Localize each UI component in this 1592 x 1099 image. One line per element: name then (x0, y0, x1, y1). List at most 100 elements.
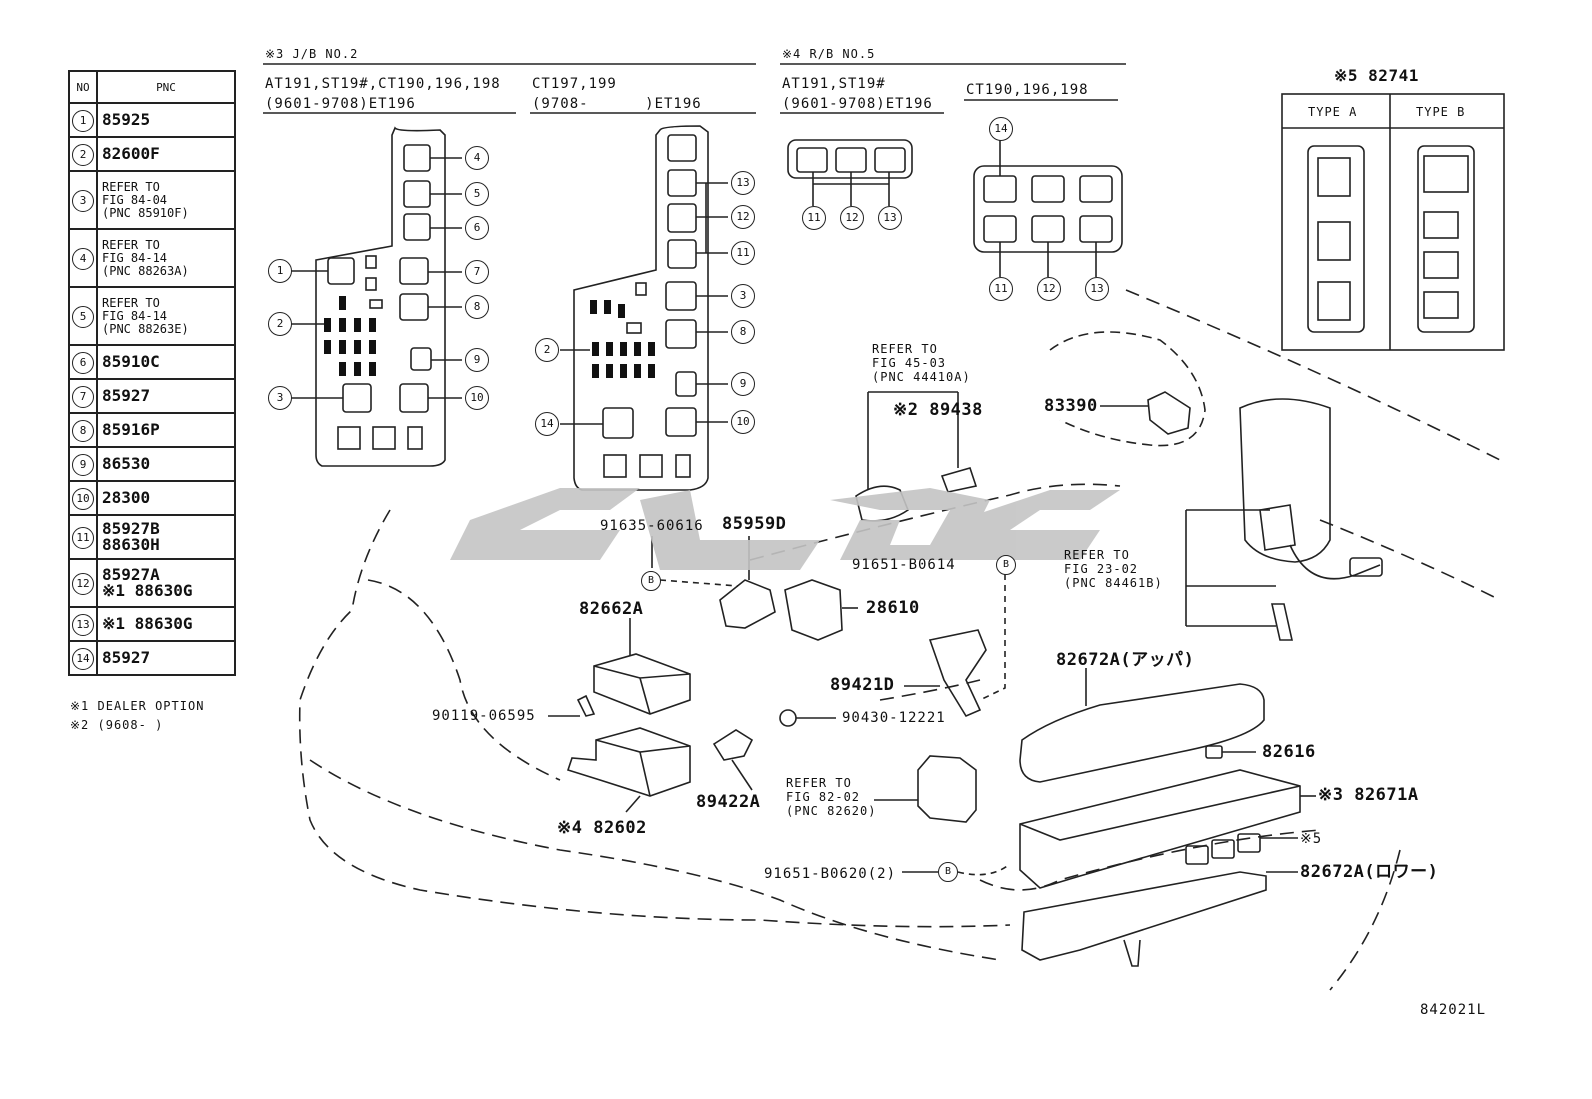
row-pnc: 85916P (96, 412, 236, 448)
part-82671a: ※3 82671A (1318, 785, 1419, 805)
part-90430-12221: 90430-12221 (842, 710, 946, 726)
row-number: 6 (68, 344, 98, 380)
row-number: 10 (68, 480, 98, 516)
callout-14-rb5-right: 14 (989, 117, 1013, 141)
note-date-range: ※2 (9608- ) (70, 718, 164, 732)
callout-9-right: 9 (731, 372, 755, 396)
callout-7-left: 7 (465, 260, 489, 284)
part-91651-b0614: 91651-B0614 (852, 557, 956, 573)
row-pnc: 85910C (96, 344, 236, 380)
lower-cover-82672a (1021, 871, 1267, 961)
jb2-left-models: AT191,ST19#,CT190,196,198 (265, 76, 501, 92)
rb5-right-models: CT190,196,198 (966, 82, 1089, 98)
column-header-pnc: PNC (96, 70, 236, 104)
part-89422a: 89422A (696, 792, 761, 812)
part-82672a-upper: 82672A(アッパ) (1056, 650, 1195, 670)
part-82662a: 82662A (579, 599, 644, 619)
bolt-b-icon: B (938, 862, 958, 882)
circled-number-icon: 10 (72, 487, 94, 510)
callout-2-left: 2 (268, 312, 292, 336)
part-83390: 83390 (1044, 396, 1098, 416)
part-91635-60616: 91635-60616 (600, 518, 704, 534)
row-number: 1 (68, 102, 98, 138)
part-89438: ※2 89438 (893, 400, 983, 420)
relay-title: ※5 82741 (1334, 66, 1419, 85)
callout-2-right: 2 (535, 338, 559, 362)
jb2-right-housing (573, 125, 709, 491)
jb2-left-slots (327, 144, 432, 450)
callout-10-left: 10 (465, 386, 489, 410)
callout-12-right: 12 (731, 205, 755, 229)
row-pnc: 85925 (96, 102, 236, 138)
row-pnc: 85927 (96, 378, 236, 414)
fuse-blocks (324, 296, 655, 378)
callout-8-right: 8 (731, 320, 755, 344)
callout-3-left: 3 (268, 386, 292, 410)
callout-6-left: 6 (465, 216, 489, 240)
row-number: 11 (68, 514, 98, 560)
circled-number-icon: 8 (72, 419, 94, 442)
callout-13-right: 13 (731, 171, 755, 195)
callout-11-right: 11 (731, 241, 755, 265)
rb5-left-housing (787, 139, 913, 179)
note-dealer-option: ※1 DEALER OPTION (70, 699, 205, 713)
callout-13-rb5-left: 13 (878, 206, 902, 230)
circled-number-icon: 3 (72, 189, 94, 212)
refer-fig-82-02: REFER TO FIG 82-02 (PNC 82620) (786, 776, 877, 818)
callout-11-rb5-left: 11 (802, 206, 826, 230)
jb2-left-housing (315, 126, 446, 467)
callout-8-left: 8 (465, 295, 489, 319)
refer-fig-45-03: REFER TO FIG 45-03 (PNC 44410A) (872, 342, 971, 384)
sensor-83390-outline (1049, 331, 1206, 447)
column-header-no: NO (68, 70, 98, 104)
bolt-b-icon: B (996, 555, 1016, 575)
row-pnc: 85927A ※1 88630G (96, 558, 236, 608)
row-pnc: 85927B 88630H (96, 514, 236, 560)
rb5-title: ※4 R/B NO.5 (782, 47, 876, 61)
reservoir-outline (1239, 398, 1331, 563)
circled-number-icon: 2 (72, 143, 94, 166)
callout-12-rb5-left: 12 (840, 206, 864, 230)
table-header-row: NO PNC (68, 70, 236, 104)
rb5-left-models: AT191,ST19# (782, 76, 886, 92)
callout-14-right: 14 (535, 412, 559, 436)
callout-13-rb5-right: 13 (1085, 277, 1109, 301)
part-89421d: 89421D (830, 675, 895, 695)
part-85959d: 85959D (722, 514, 787, 534)
callout-3-right: 3 (731, 284, 755, 308)
callout-10-right: 10 (731, 410, 755, 434)
row-pnc: 86530 (96, 446, 236, 482)
circled-number-icon: 7 (72, 385, 94, 408)
callout-1-left: 1 (268, 259, 292, 283)
row-number: 12 (68, 558, 98, 608)
row-number: 9 (68, 446, 98, 482)
jb2-right-models: CT197,199 (532, 76, 617, 92)
circled-number-icon: 11 (72, 526, 94, 549)
upper-cover-82672a (1019, 683, 1265, 783)
circled-number-icon: 12 (72, 572, 94, 595)
rb5-right-housing (973, 165, 1123, 253)
row-number: 7 (68, 378, 98, 414)
circled-number-icon: 1 (72, 109, 94, 132)
base-82602 (566, 727, 691, 797)
row-number: 13 (68, 606, 98, 642)
circled-number-icon: 6 (72, 351, 94, 374)
table-row: 13※1 88630G (68, 606, 236, 642)
circled-number-icon: 13 (72, 613, 94, 636)
jb2-title: ※3 J/B NO.2 (265, 47, 359, 61)
jb2-right-slots (602, 134, 697, 478)
bolt-b-icon: B (641, 571, 661, 591)
part-90119-06595: 90119-06595 (432, 708, 536, 724)
row-number: 8 (68, 412, 98, 448)
